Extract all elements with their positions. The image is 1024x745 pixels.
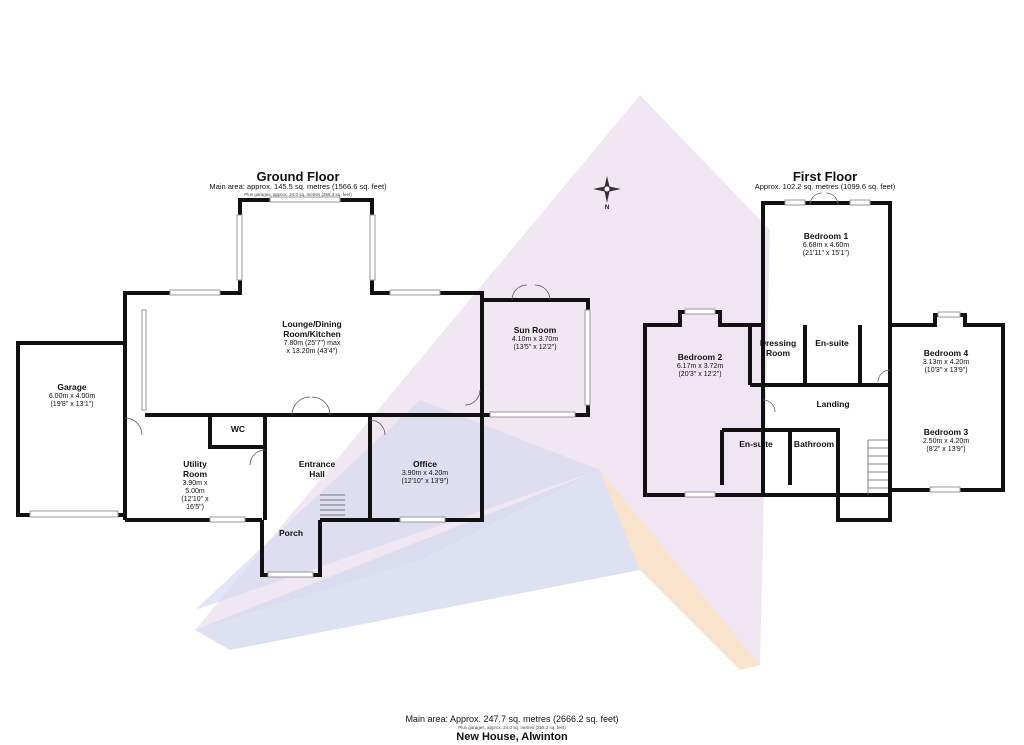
- room-dims: 6.00m x 4.00m: [48, 392, 96, 400]
- room-garage: Garage 6.00m x 4.00m (19'8" x 13'1"): [48, 382, 96, 409]
- first-floor-area: Approx. 102.2 sq. metres (1099.6 sq. fee…: [754, 182, 896, 191]
- room-dims-imperial: x 13.20m (43'4"): [286, 347, 338, 355]
- ground-floor-windows: [29, 196, 591, 578]
- room-dressing-room: Dressing Room: [759, 338, 797, 358]
- room-dims-imperial: (10'3" x 13'9"): [924, 366, 968, 374]
- room-bedroom-4: Bedroom 4 3.13m x 4.20m (10'3" x 13'9"): [922, 348, 970, 375]
- room-dims: 6.17m x 3.72m: [676, 362, 724, 370]
- room-dims: 3.13m x 4.20m: [922, 358, 970, 366]
- room-dims-imperial: (20'3" x 12'2"): [678, 370, 722, 378]
- room-dims: 6.68m x 4.60m: [802, 241, 850, 249]
- total-garage-area: Plus garages, approx. 24.0 sq. metres (2…: [458, 725, 566, 730]
- room-dims-imperial: (19'8" x 13'1"): [50, 400, 94, 408]
- room-name: Bedroom 3: [923, 427, 969, 437]
- room-dims: 2.50m x 4.20m: [922, 437, 970, 445]
- property-name: New House, Alwinton: [456, 731, 568, 743]
- room-name: Sun Room: [513, 325, 557, 335]
- watermark-logo: [195, 95, 770, 670]
- first-floor-windows: [684, 199, 961, 498]
- room-dims-imperial: (8'2" x 13'9"): [926, 445, 966, 453]
- first-floor-title: First Floor: [792, 169, 858, 184]
- room-dims-imperial: (21'11" x 15'1"): [802, 249, 850, 257]
- room-utility: Utility Room 3.90m x 5.00m (12'10" x 16'…: [175, 459, 215, 512]
- room-bedroom-2: Bedroom 2 6.17m x 3.72m (20'3" x 12'2"): [676, 352, 724, 379]
- room-bedroom-3: Bedroom 3 2.50m x 4.20m (8'2" x 13'9"): [922, 427, 970, 454]
- room-office: Office 3.90m x 4.20m (12'10" x 13'9"): [401, 459, 449, 486]
- room-entrance-hall: Entrance Hall: [298, 459, 336, 479]
- room-porch: Porch: [278, 528, 304, 538]
- room-landing: Landing: [816, 399, 850, 409]
- first-floor-walls: [643, 201, 1005, 522]
- room-dims-imperial: (13'5" x 12'2"): [513, 343, 557, 351]
- room-bathroom: Bathroom: [793, 439, 835, 449]
- compass-icon: [593, 176, 621, 203]
- ground-floor-doors: [124, 284, 551, 516]
- room-bedroom-1: Bedroom 1 6.68m x 4.60m (21'11" x 15'1"): [802, 231, 850, 258]
- room-en-suite-2: En-suite: [739, 439, 773, 449]
- room-dims-imperial: (12'10" x 16'5"): [181, 495, 209, 511]
- ground-floor-title: Ground Floor: [256, 169, 340, 184]
- room-wc: WC: [230, 424, 246, 434]
- total-area: Main area: Approx. 247.7 sq. metres (266…: [405, 714, 619, 724]
- ground-floor-garage-area: Plus garages, approx. 24.0 sq. metres (2…: [244, 192, 352, 197]
- room-dims: 4.10m x 3.70m: [511, 335, 559, 343]
- room-dims: 7.80m (25'7") max: [283, 339, 341, 347]
- room-sun-room: Sun Room 4.10m x 3.70m (13'5" x 12'2"): [510, 325, 560, 352]
- room-name: Office: [412, 459, 438, 469]
- room-dims-imperial: (12'10" x 13'9"): [401, 477, 449, 485]
- room-name: Bedroom 1: [803, 231, 849, 241]
- room-name: Garage: [57, 382, 87, 392]
- room-name: Utility Room: [182, 459, 208, 479]
- room-name: Lounge/Dining Room/Kitchen: [282, 319, 342, 339]
- room-name: Bedroom 2: [677, 352, 723, 362]
- ground-floor-area: Main area: approx. 145.5 sq. metres (156…: [209, 182, 387, 191]
- room-lounge-kitchen: Lounge/Dining Room/Kitchen 7.80m (25'7")…: [267, 319, 357, 356]
- room-dims: 3.90m x 5.00m: [182, 479, 208, 495]
- room-name: Bedroom 4: [923, 348, 969, 358]
- room-en-suite-1: En-suite: [815, 338, 849, 348]
- room-dims: 3.90m x 4.20m: [401, 469, 449, 477]
- stairs-first-floor: [762, 192, 891, 495]
- compass-label: N: [604, 205, 610, 211]
